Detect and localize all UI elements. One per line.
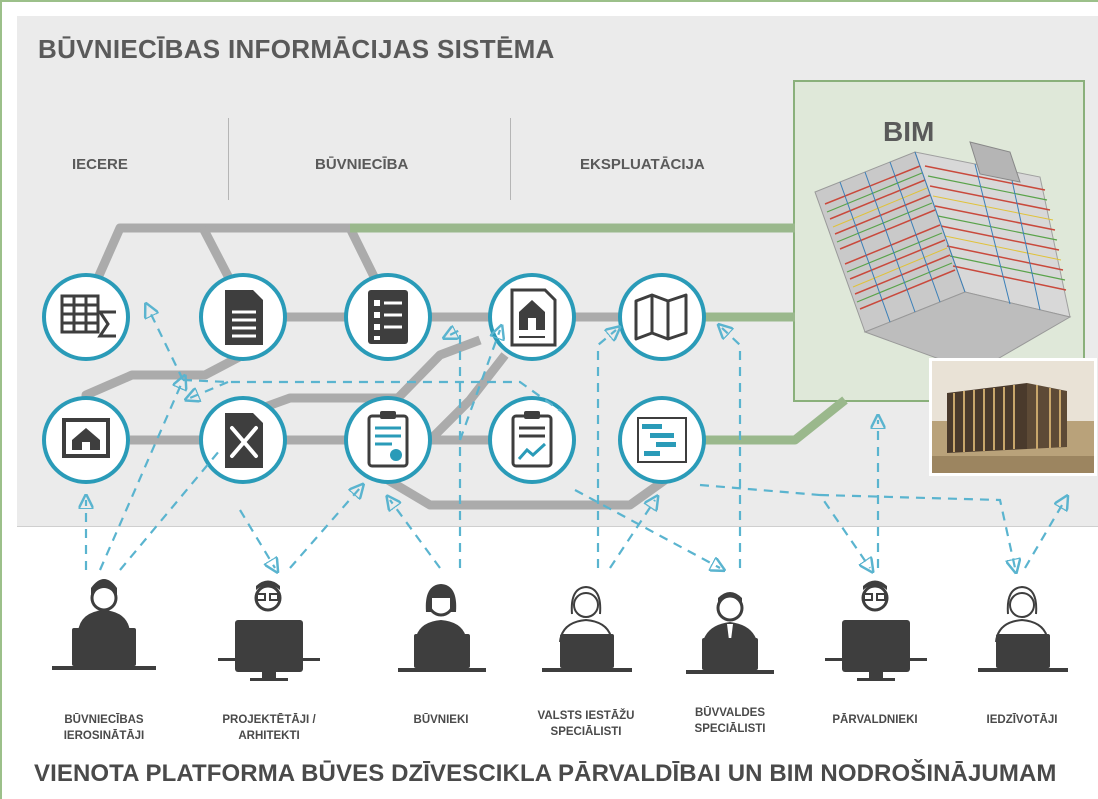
role-label-line: BŪVVALDES	[694, 707, 766, 719]
process-node	[199, 273, 287, 361]
dashed-arrow	[390, 500, 441, 569]
role-figure	[218, 580, 320, 681]
process-node	[488, 396, 576, 484]
document-icon	[225, 290, 263, 345]
process-node	[344, 396, 432, 484]
phase-label-iecere: IECERE	[72, 156, 128, 173]
dashed-arrow	[190, 380, 229, 398]
checklist-icon	[368, 290, 408, 344]
footer-title: VIENOTA PLATFORMA BŪVES DZĪVESCIKLA PĀRV…	[34, 760, 1057, 787]
process-node	[199, 396, 287, 484]
phase-label-ekspluatacija: EKSPLUATĀCIJA	[580, 156, 705, 173]
bim-label: BIM	[883, 116, 935, 147]
person-glasses-monitor-icon	[825, 580, 927, 681]
dashed-arrow	[119, 449, 221, 571]
dashed-arrow	[596, 330, 616, 568]
certificate-clipboard-icon	[367, 411, 409, 468]
bim-panel	[793, 80, 1085, 402]
person-laptop-icon	[978, 585, 1068, 672]
role-label-line: IEROSINĀTĀJI	[63, 730, 145, 742]
gantt-schedule-icon	[637, 417, 687, 463]
phase-label-buvnieciba: BŪVNIECĪBA	[315, 156, 409, 173]
phase-divider	[510, 118, 511, 200]
dashed-arrow	[1024, 500, 1065, 569]
person-laptop-icon	[398, 584, 486, 672]
dashed-arrow	[699, 483, 870, 568]
connector-line	[81, 223, 393, 307]
role-label: BŪVVALDES SPECIĀLISTI	[660, 705, 800, 737]
spreadsheet-sum-icon	[60, 294, 116, 338]
person-laptop-icon	[52, 579, 156, 670]
role-label-line: VALSTS IESTĀŽU	[537, 710, 635, 722]
page-title: BŪVNIECĪBAS INFORMĀCIJAS SISTĒMA	[38, 34, 555, 64]
role-label: BŪVNIEKI	[371, 712, 511, 728]
dashed-arrow	[609, 500, 655, 569]
role-label-line: SPECIĀLISTI	[550, 726, 622, 738]
role-figure	[542, 585, 632, 672]
role-label-line: ARHITEKTI	[238, 730, 300, 742]
role-figure	[52, 579, 156, 670]
dashed-arrow	[722, 328, 742, 568]
role-label-line: PĀRVALDNIEKI	[832, 714, 918, 726]
role-label: PĀRVALDNIEKI	[805, 712, 945, 728]
role-label: VALSTS IESTĀŽU SPECIĀLISTI	[516, 708, 656, 740]
connector-line	[426, 352, 509, 444]
process-node	[618, 396, 706, 484]
dashed-arrow	[98, 380, 183, 571]
house-plan-icon	[510, 288, 557, 347]
bim-connector-lines	[350, 223, 848, 445]
role-label: IEDZĪVOTĀJI	[952, 712, 1092, 728]
person-tie-laptop-icon	[686, 592, 774, 674]
role-label-line: BŪVNIECĪBAS	[64, 714, 144, 726]
role-figure	[825, 580, 927, 681]
role-figure	[398, 584, 486, 672]
map-icon	[634, 293, 688, 341]
role-label: PROJEKTĒTĀJI / ARHITEKTI	[199, 712, 339, 744]
bim-connector-line	[705, 396, 848, 445]
dashed-arrow	[148, 308, 184, 381]
house-blueprint-icon	[62, 418, 110, 458]
process-node	[488, 273, 576, 361]
process-node	[344, 273, 432, 361]
dashed-arrow	[239, 509, 275, 568]
role-label-line: IEDZĪVOTĀJI	[986, 714, 1058, 726]
building-photo	[929, 358, 1097, 476]
dashed-arrow	[458, 330, 500, 441]
role-figure	[686, 592, 774, 674]
connector-line	[385, 476, 668, 510]
report-chart-clipboard-icon	[511, 411, 553, 468]
role-label: BŪVNIECĪBAS IEROSINĀTĀJI	[34, 712, 174, 744]
role-label-line: PROJEKTĒTĀJI /	[222, 714, 316, 726]
dashed-arrow	[182, 378, 563, 413]
process-node	[42, 273, 130, 361]
role-figure	[978, 585, 1068, 672]
dashed-arrow	[448, 330, 462, 568]
process-node	[42, 396, 130, 484]
bim-building-model	[814, 141, 1072, 373]
dashed-arrow	[819, 493, 1015, 568]
person-laptop-icon	[542, 585, 632, 672]
phase-divider	[228, 118, 229, 200]
process-node	[618, 273, 706, 361]
design-tools-icon	[225, 413, 263, 468]
dashed-arrow	[289, 488, 360, 569]
person-glasses-monitor-icon	[218, 580, 320, 681]
role-label-line: SPECIĀLISTI	[694, 723, 766, 735]
role-label-line: BŪVNIEKI	[413, 714, 469, 726]
dashed-arrow	[574, 489, 720, 568]
dashed-arrows	[86, 308, 1065, 570]
